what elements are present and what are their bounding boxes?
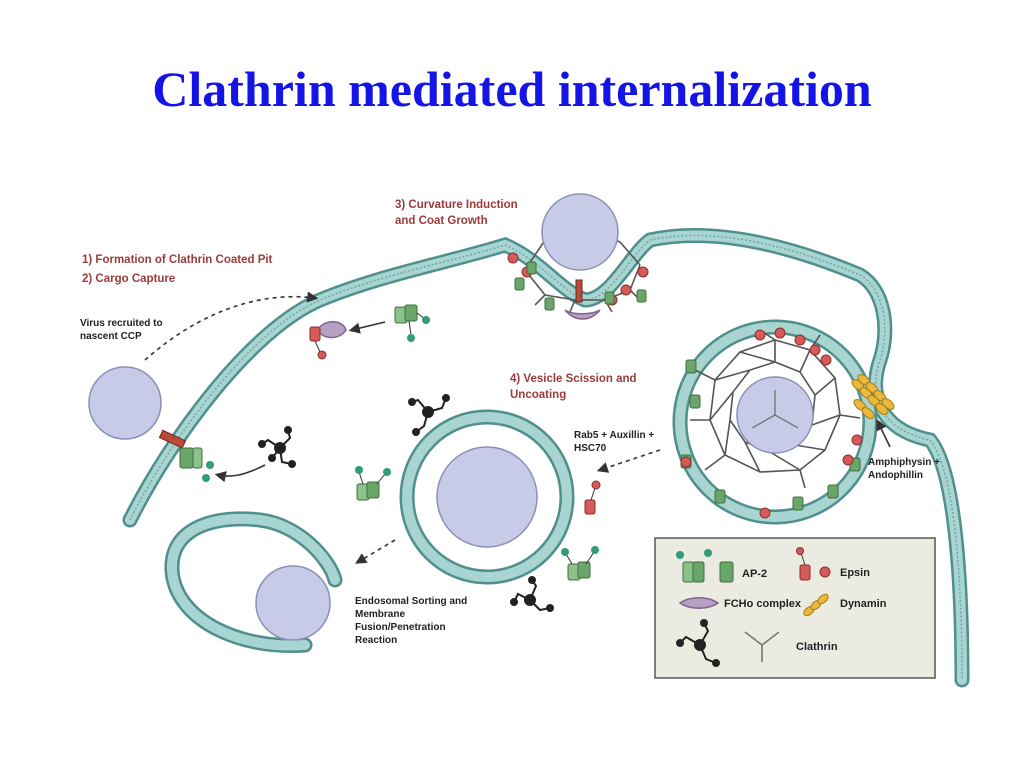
- free-ap2-adaptors: [355, 304, 601, 581]
- amphiphysin-annotation-line2: Andophillin: [868, 470, 923, 481]
- coated-vesicle: [672, 319, 895, 525]
- arrow-amphiphysin: [876, 418, 891, 448]
- virus-particle-endosome: [255, 565, 331, 641]
- arrow-ap2-to-membrane: [348, 321, 386, 334]
- arrow-virus-to-ccp: [144, 291, 319, 361]
- epsin-on-coat: [680, 327, 863, 519]
- nascent-ccp: [88, 321, 347, 482]
- legend-clathrin: Clathrin: [796, 641, 838, 653]
- legend-box: AP-2 Epsin FCHo complex Dynamin Clathrin: [654, 537, 936, 679]
- step1-label: 1) Formation of Clathrin Coated Pit: [82, 254, 273, 266]
- legend-fcho: FCHo complex: [724, 598, 802, 610]
- step4-label-line2: Uncoating: [510, 389, 566, 401]
- endosomal-annotation-line4: Reaction: [355, 635, 397, 646]
- rab5-annotation-line1: Rab5 + Auxillin +: [574, 430, 654, 441]
- ap2-legend-icon: [682, 561, 695, 583]
- step2-label: 2) Cargo Capture: [82, 273, 175, 285]
- endosomal-annotation-line3: Fusion/Penetration: [355, 622, 446, 633]
- virus-annotation-line2: nascent CCP: [80, 331, 142, 342]
- arrow-uncoating: [596, 449, 661, 473]
- rab5-annotation-line2: HSC70: [574, 443, 607, 454]
- legend-dynamin: Dynamin: [840, 598, 887, 610]
- amphiphysin-annotation-line1: Amphiphysin +: [868, 457, 940, 468]
- arrow-triskelion-to-ccp: [214, 464, 266, 483]
- arrow-to-endosome: [355, 539, 396, 564]
- epsin-legend-icon: [799, 564, 811, 581]
- virus-particle-pit: [541, 193, 619, 271]
- legend-epsin: Epsin: [840, 567, 870, 579]
- clathrin-triskelia: [258, 394, 554, 612]
- process-arrows: [144, 291, 891, 564]
- clathrin-triskelion-legend-icon: [676, 619, 720, 667]
- uncoated-vesicle: [399, 409, 575, 585]
- virus-particle-vesicle: [436, 446, 538, 548]
- slide-title: Clathrin mediated internalization: [152, 61, 872, 117]
- dynamin-collar: [851, 374, 895, 419]
- endosomal-annotation-line2: Membrane: [355, 609, 405, 620]
- fcho-legend-icon: [678, 597, 720, 609]
- step3-label-line1: 3) Curvature Induction: [395, 199, 518, 211]
- step4-label-line1: 4) Vesicle Scission and: [510, 373, 637, 385]
- legend-ap2: AP-2: [742, 568, 767, 580]
- endosome: [164, 511, 343, 654]
- clathrin-lattice-legend-icon: [744, 631, 780, 662]
- endosomal-annotation-line1: Endosomal Sorting and: [355, 596, 467, 607]
- curvature-pit: [507, 193, 649, 320]
- dynamin-legend-icon: [803, 593, 829, 617]
- virus-annotation-line1: Virus recruited to: [80, 318, 163, 329]
- virus-particle-attached: [88, 366, 162, 440]
- step3-label-line2: and Coat Growth: [395, 215, 488, 227]
- plasma-membrane: [122, 227, 970, 688]
